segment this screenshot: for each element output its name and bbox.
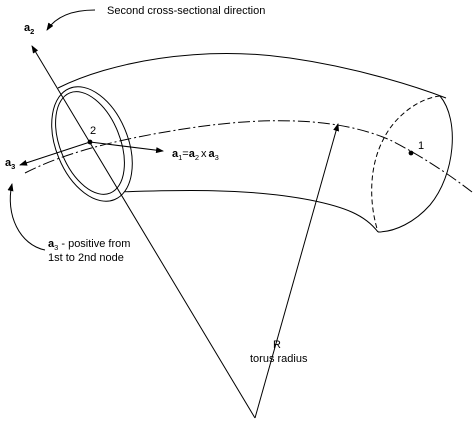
tube-right-end-hidden	[371, 95, 441, 233]
leader-second-direction	[46, 9, 96, 31]
node-2-point	[87, 139, 93, 145]
tube-right-end-solid	[377, 95, 453, 233]
a3-note-line1: a3 - positive from	[48, 238, 130, 252]
leader-a3-note	[7, 183, 46, 251]
node-1-label: 1	[418, 140, 424, 152]
node-2-label: 2	[90, 125, 96, 137]
second-direction-label: Second cross-sectional direction	[107, 5, 265, 17]
a3-label: a3	[5, 157, 15, 171]
a2-label: a2	[24, 22, 34, 36]
node-1-point	[408, 150, 414, 156]
centerline	[24, 120, 473, 193]
a2-axis-line	[31, 45, 256, 419]
tube-bottom-edge	[117, 189, 379, 233]
radius-R-label: R	[273, 339, 281, 351]
a1-axis-line	[89, 141, 164, 154]
radius-line	[254, 123, 339, 419]
tube-top-edge	[57, 53, 447, 99]
a3-note-line2: 1st to 2nd node	[48, 252, 124, 264]
a3-axis-line	[19, 141, 91, 166]
torus-radius-label: torus radius	[250, 353, 308, 365]
